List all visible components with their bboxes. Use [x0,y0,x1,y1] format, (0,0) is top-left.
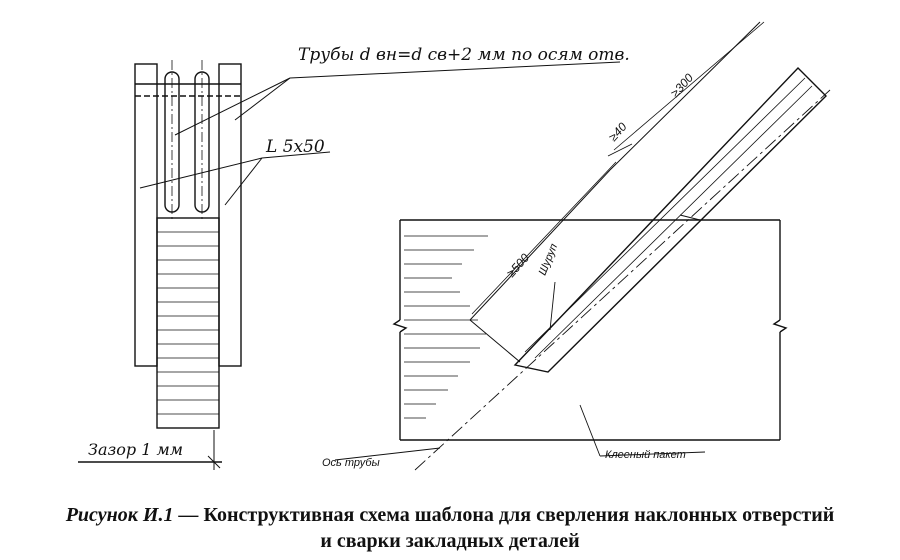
pipes-group [164,60,210,222]
figure-label: Рисунок И.1 — [65,504,199,526]
pipes-leader-1 [174,77,291,136]
label-pipe-axis: Ось трубы [322,457,380,469]
pipe-axis-line [414,89,831,471]
right-section-view [334,21,831,471]
dim-500-line [471,161,617,315]
label-glued-pack: Клееный пакет [605,449,686,461]
angle-leader-1 [139,157,263,189]
technical-drawing: Трубы d вн=d св+2 мм по осям отв. L 5x50… [78,21,831,471]
label-gap: Зазор 1 мм [88,440,183,459]
caption-text-1: Конструктивная схема шаблона для сверлен… [203,504,835,526]
label-dim-40: ≥40 [606,120,630,144]
glued-pack-leader [579,404,601,457]
left-glued-pack [156,217,220,429]
right-glued-pack [392,219,788,441]
pipe-axis-leader [334,447,441,461]
figure-caption-line-2: и сварки закладных деталей [0,530,900,553]
left-angle-plate [134,63,158,367]
inclined-template [469,21,827,373]
dim-300-line [613,21,765,151]
screw-leader [549,281,556,331]
dim-40-line [607,143,633,157]
pipes-leader-2 [234,77,291,121]
right-angle-plate [218,63,242,367]
figure-caption-line-1: Рисунок И.1 — Конструктивная схема шабло… [0,504,900,527]
label-dim-300: ≥300 [668,71,696,100]
label-angle: L 5x50 [265,137,325,157]
left-template-view [78,60,621,470]
label-screw: Шуруп [537,242,560,277]
caption-text-2: и сварки закладных деталей [320,530,580,552]
label-pipes: Трубы d вн=d св+2 мм по осям отв. [298,45,630,65]
angle-leader-2 [224,157,263,206]
